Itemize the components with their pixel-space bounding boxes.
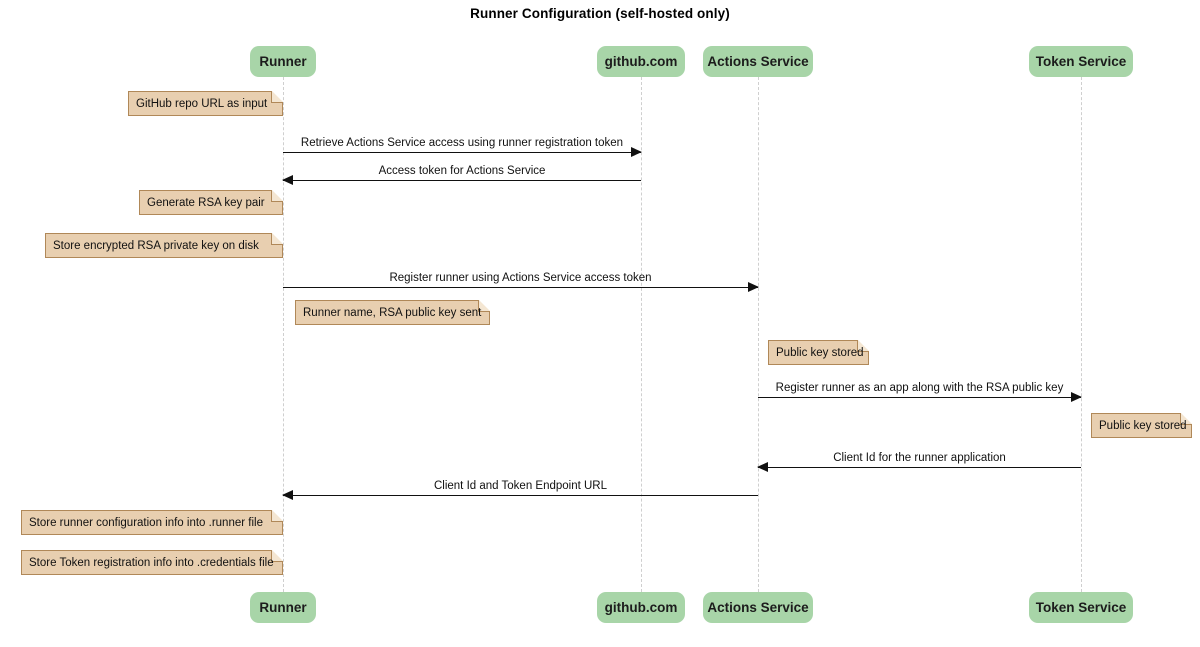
- message-label: Client Id and Token Endpoint URL: [433, 480, 608, 492]
- note-text: Public key stored: [776, 346, 864, 359]
- msg-client-id: Client Id for the runner application: [757, 452, 1081, 472]
- message-line: [283, 495, 758, 496]
- message-line: [758, 397, 1081, 398]
- participant-label: Token Service: [1035, 600, 1127, 615]
- note-fold-corner-icon: [857, 339, 869, 352]
- message-line: [283, 287, 758, 288]
- participant-label: Runner: [259, 600, 307, 615]
- participant-label: Actions Service: [707, 600, 809, 615]
- page-title: Runner Configuration (self-hosted only): [470, 6, 730, 21]
- arrowhead-right-icon: [1071, 392, 1082, 402]
- msg-client-id-token-url: Client Id and Token Endpoint URL: [282, 480, 758, 500]
- note-store-token-reg: Store Token registration info into .cred…: [21, 549, 283, 575]
- message-line: [283, 152, 641, 153]
- note-fold-corner-icon: [271, 90, 283, 103]
- note-text: Public key stored: [1099, 419, 1187, 432]
- participant-label: Token Service: [1035, 54, 1127, 69]
- note-text: GitHub repo URL as input: [136, 97, 268, 110]
- arrowhead-right-icon: [748, 282, 759, 292]
- participant-runner-footer[interactable]: Runner: [250, 592, 316, 623]
- note-store-runner-config: Store runner configuration info into .ru…: [21, 509, 283, 535]
- note-pubkey-stored-actions: Public key stored: [768, 339, 869, 365]
- note-text: Runner name, RSA public key sent: [303, 306, 482, 319]
- participant-github-header[interactable]: github.com: [597, 46, 685, 77]
- note-fold-corner-icon: [271, 509, 283, 522]
- note-fold-corner-icon: [1180, 412, 1192, 425]
- note-text: Store runner configuration info into .ru…: [29, 516, 263, 529]
- participant-token-header[interactable]: Token Service: [1029, 46, 1133, 77]
- note-fold-corner-icon: [271, 549, 283, 562]
- message-line: [283, 180, 641, 181]
- lifeline-actions: [758, 77, 759, 592]
- lifeline-github: [641, 77, 642, 592]
- message-label: Register runner using Actions Service ac…: [389, 272, 652, 284]
- message-line: [758, 467, 1081, 468]
- participant-label: Runner: [259, 54, 307, 69]
- message-label: Client Id for the runner application: [833, 452, 1006, 464]
- message-label: Register runner as an app along with the…: [775, 382, 1064, 394]
- participant-github-footer[interactable]: github.com: [597, 592, 685, 623]
- msg-access-token: Access token for Actions Service: [282, 165, 641, 185]
- note-store-private-key: Store encrypted RSA private key on disk: [45, 232, 283, 258]
- note-fold-corner-icon: [271, 189, 283, 202]
- arrowhead-left-icon: [757, 462, 768, 472]
- participant-actions-header[interactable]: Actions Service: [703, 46, 813, 77]
- participant-token-footer[interactable]: Token Service: [1029, 592, 1133, 623]
- participant-runner-header[interactable]: Runner: [250, 46, 316, 77]
- note-text: Store Token registration info into .cred…: [29, 556, 274, 569]
- participant-label: Actions Service: [707, 54, 809, 69]
- note-fold-corner-icon: [478, 299, 490, 312]
- note-text: Generate RSA key pair: [147, 196, 265, 209]
- participant-label: github.com: [604, 54, 678, 69]
- participant-label: github.com: [604, 600, 678, 615]
- lifeline-runner: [283, 77, 284, 592]
- note-fold-corner-icon: [271, 232, 283, 245]
- arrowhead-left-icon: [282, 490, 293, 500]
- msg-retrieve-actions-access: Retrieve Actions Service access using ru…: [283, 137, 642, 157]
- message-label: Access token for Actions Service: [378, 165, 546, 177]
- lifeline-token: [1081, 77, 1082, 592]
- note-pubkey-stored-token: Public key stored: [1091, 412, 1192, 438]
- note-generate-rsa: Generate RSA key pair: [139, 189, 283, 215]
- msg-register-runner: Register runner using Actions Service ac…: [283, 272, 759, 292]
- message-label: Retrieve Actions Service access using ru…: [300, 137, 624, 149]
- arrowhead-right-icon: [631, 147, 642, 157]
- note-github-repo-url: GitHub repo URL as input: [128, 90, 283, 116]
- arrowhead-left-icon: [282, 175, 293, 185]
- participant-actions-footer[interactable]: Actions Service: [703, 592, 813, 623]
- msg-register-app: Register runner as an app along with the…: [758, 382, 1082, 402]
- note-runner-name-pubkey: Runner name, RSA public key sent: [295, 299, 490, 325]
- note-text: Store encrypted RSA private key on disk: [53, 239, 259, 252]
